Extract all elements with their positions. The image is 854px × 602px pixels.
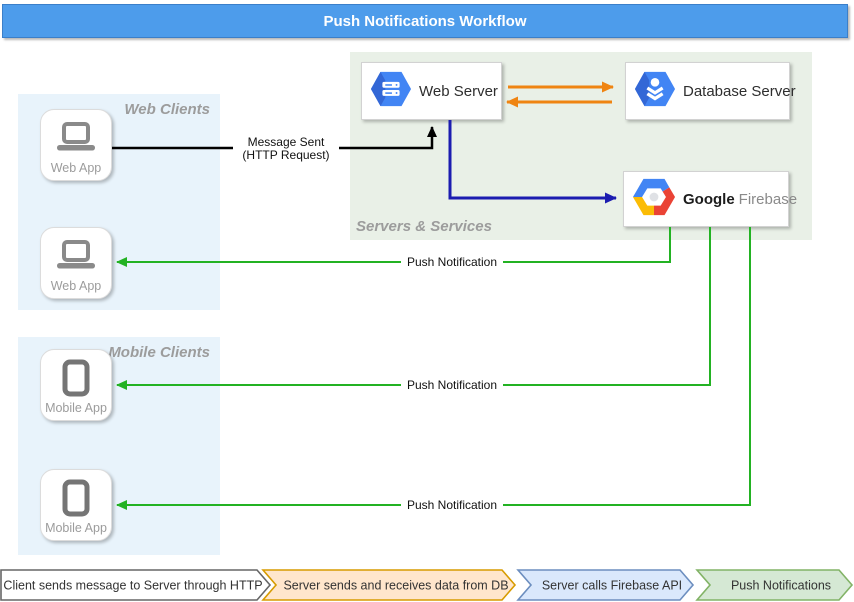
google-cloud-hexagon-icon bbox=[632, 177, 676, 221]
web-clients-region-label: Web Clients bbox=[124, 101, 210, 118]
node-label: Mobile App bbox=[45, 521, 107, 535]
gcp-compute-hexagon-icon bbox=[370, 70, 412, 112]
ribbon-step-1-shape bbox=[0, 569, 272, 601]
node-label: Database Server bbox=[683, 82, 796, 100]
laptop-icon bbox=[55, 228, 97, 279]
edge-label-push-notification-web: Push Notification bbox=[401, 255, 503, 270]
ribbon-step-2-label: Server sends and receives data from DB bbox=[283, 579, 508, 593]
ribbon-step-3-shape bbox=[516, 569, 695, 601]
edge-label-message-sent: Message Sent (HTTP Request) bbox=[233, 135, 339, 163]
diagram-title: Push Notifications Workflow bbox=[323, 12, 527, 30]
mobile-clients-region-label: Mobile Clients bbox=[108, 344, 210, 361]
smartphone-icon bbox=[60, 350, 92, 401]
node-web-app-1: Web App bbox=[40, 109, 112, 181]
ribbon-step-4-shape bbox=[695, 569, 854, 601]
node-label: Mobile App bbox=[45, 401, 107, 415]
diagram-title-bar: Push Notifications Workflow bbox=[2, 4, 848, 38]
node-web-server: Web Server bbox=[361, 62, 502, 120]
node-label: Web App bbox=[50, 161, 102, 175]
edge-label-push-notification-mobile-2: Push Notification bbox=[401, 498, 503, 513]
ribbon-step-1-label: Client sends message to Server through H… bbox=[3, 579, 262, 593]
laptop-icon bbox=[55, 110, 97, 161]
node-web-app-2: Web App bbox=[40, 227, 112, 299]
node-mobile-app-1: Mobile App bbox=[40, 349, 112, 421]
gcp-datastore-hexagon-icon bbox=[634, 70, 676, 112]
smartphone-icon bbox=[60, 470, 92, 521]
edge-label-push-notification-mobile-1: Push Notification bbox=[401, 378, 503, 393]
process-ribbon: Client sends message to Server through H… bbox=[0, 569, 854, 601]
node-mobile-app-2: Mobile App bbox=[40, 469, 112, 541]
node-database-server: Database Server bbox=[625, 62, 796, 120]
ribbon-step-3-label: Server calls Firebase API bbox=[542, 579, 682, 593]
ribbon-step-4-label: Push Notifications bbox=[731, 579, 831, 593]
ribbon-step-2-shape bbox=[261, 569, 517, 601]
node-label: Web App bbox=[50, 279, 102, 293]
node-label: Web Server bbox=[419, 82, 498, 100]
servers-region-label: Servers & Services bbox=[356, 218, 492, 235]
node-label-product: Firebase bbox=[738, 190, 798, 208]
node-label-brand: Google bbox=[683, 190, 735, 208]
